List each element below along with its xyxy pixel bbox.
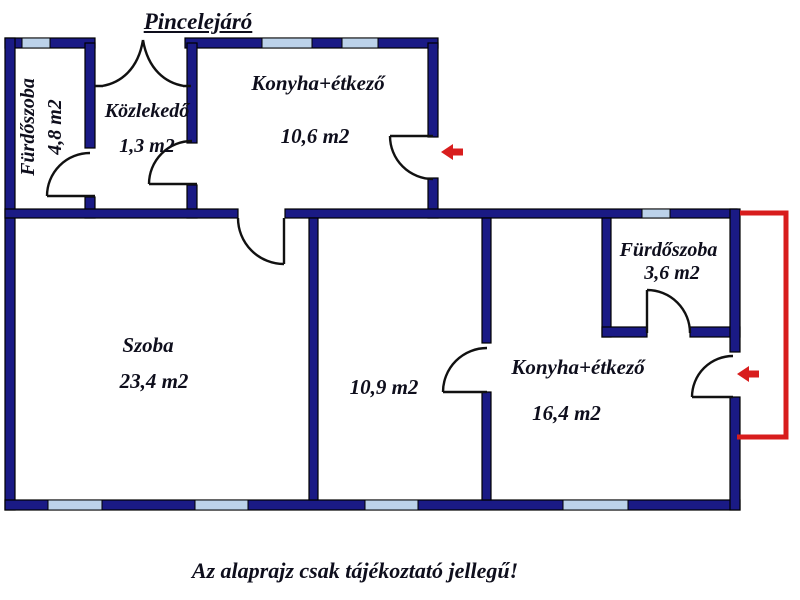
- door-living-room: [236, 217, 286, 266]
- window: [261, 37, 313, 49]
- room-area-hallway: 1,3 m2: [119, 135, 175, 157]
- wall-kitchen-left-right: [427, 42, 439, 138]
- wall-bathroom-left-right: [84, 42, 96, 149]
- wall-bathroom-right-left: [601, 217, 612, 338]
- window: [341, 37, 379, 49]
- wall-room109-kitchen-lower: [481, 391, 492, 501]
- wall-livingroom-room109: [308, 217, 319, 501]
- room-label-kitchen-right: Konyha+étkező: [511, 355, 645, 379]
- wall-room109-kitchen-upper: [481, 217, 492, 344]
- window: [21, 37, 51, 49]
- cellar-entrance-label: Pincelejáró: [143, 9, 253, 34]
- window: [364, 499, 419, 511]
- room-name: Fürdőszoba: [17, 78, 39, 176]
- room-label-living-room: Szoba: [122, 333, 174, 357]
- wall-right-upper: [729, 208, 741, 353]
- window: [47, 499, 103, 511]
- door-bathroom-left: [45, 151, 95, 198]
- room-area: 4,8 m2: [44, 99, 66, 155]
- window: [562, 499, 629, 511]
- disclaimer-text: Az alaprajz csak tájékoztató jellegű!: [191, 558, 519, 583]
- wall-left: [4, 37, 16, 511]
- door-room109: [441, 346, 488, 394]
- wall-right-lower: [729, 396, 741, 511]
- room-area-kitchen-left: 10,6 m2: [280, 124, 350, 148]
- cellar-arch-icon: [95, 39, 191, 88]
- door-entry-left-apartment: [388, 134, 434, 181]
- room-area-kitchen-right: 16,4 m2: [532, 401, 601, 425]
- room-area-living-room: 23,4 m2: [119, 369, 189, 393]
- entrance-arrow-right-icon: [737, 366, 759, 382]
- window: [641, 208, 671, 219]
- door-hallway-kitchen: [147, 139, 197, 186]
- wall-hallway-right: [186, 42, 198, 144]
- porch-outline: [737, 210, 789, 440]
- door-bathroom-right: [645, 288, 692, 334]
- room-label-kitchen-left: Konyha+étkező: [251, 71, 385, 95]
- window: [194, 499, 249, 511]
- room-label-hallway: Közlekedő: [104, 100, 190, 122]
- wall-main-horizontal-left: [4, 208, 239, 219]
- room-area-room109: 10,9 m2: [349, 375, 419, 399]
- room-area-bathroom-right: 3,6 m2: [644, 262, 700, 284]
- entrance-markings: [441, 144, 789, 440]
- room-label-bathroom-right: Fürdőszoba: [619, 239, 718, 261]
- door-entry-right-apartment: [690, 354, 734, 399]
- doors: [45, 39, 734, 399]
- wall-bathroom-right-bottom-a: [601, 326, 648, 338]
- room-label-bathroom-left: Fürdőszoba 4,8 m2: [15, 52, 69, 202]
- entrance-arrow-left-icon: [441, 144, 463, 160]
- windows: [21, 37, 671, 511]
